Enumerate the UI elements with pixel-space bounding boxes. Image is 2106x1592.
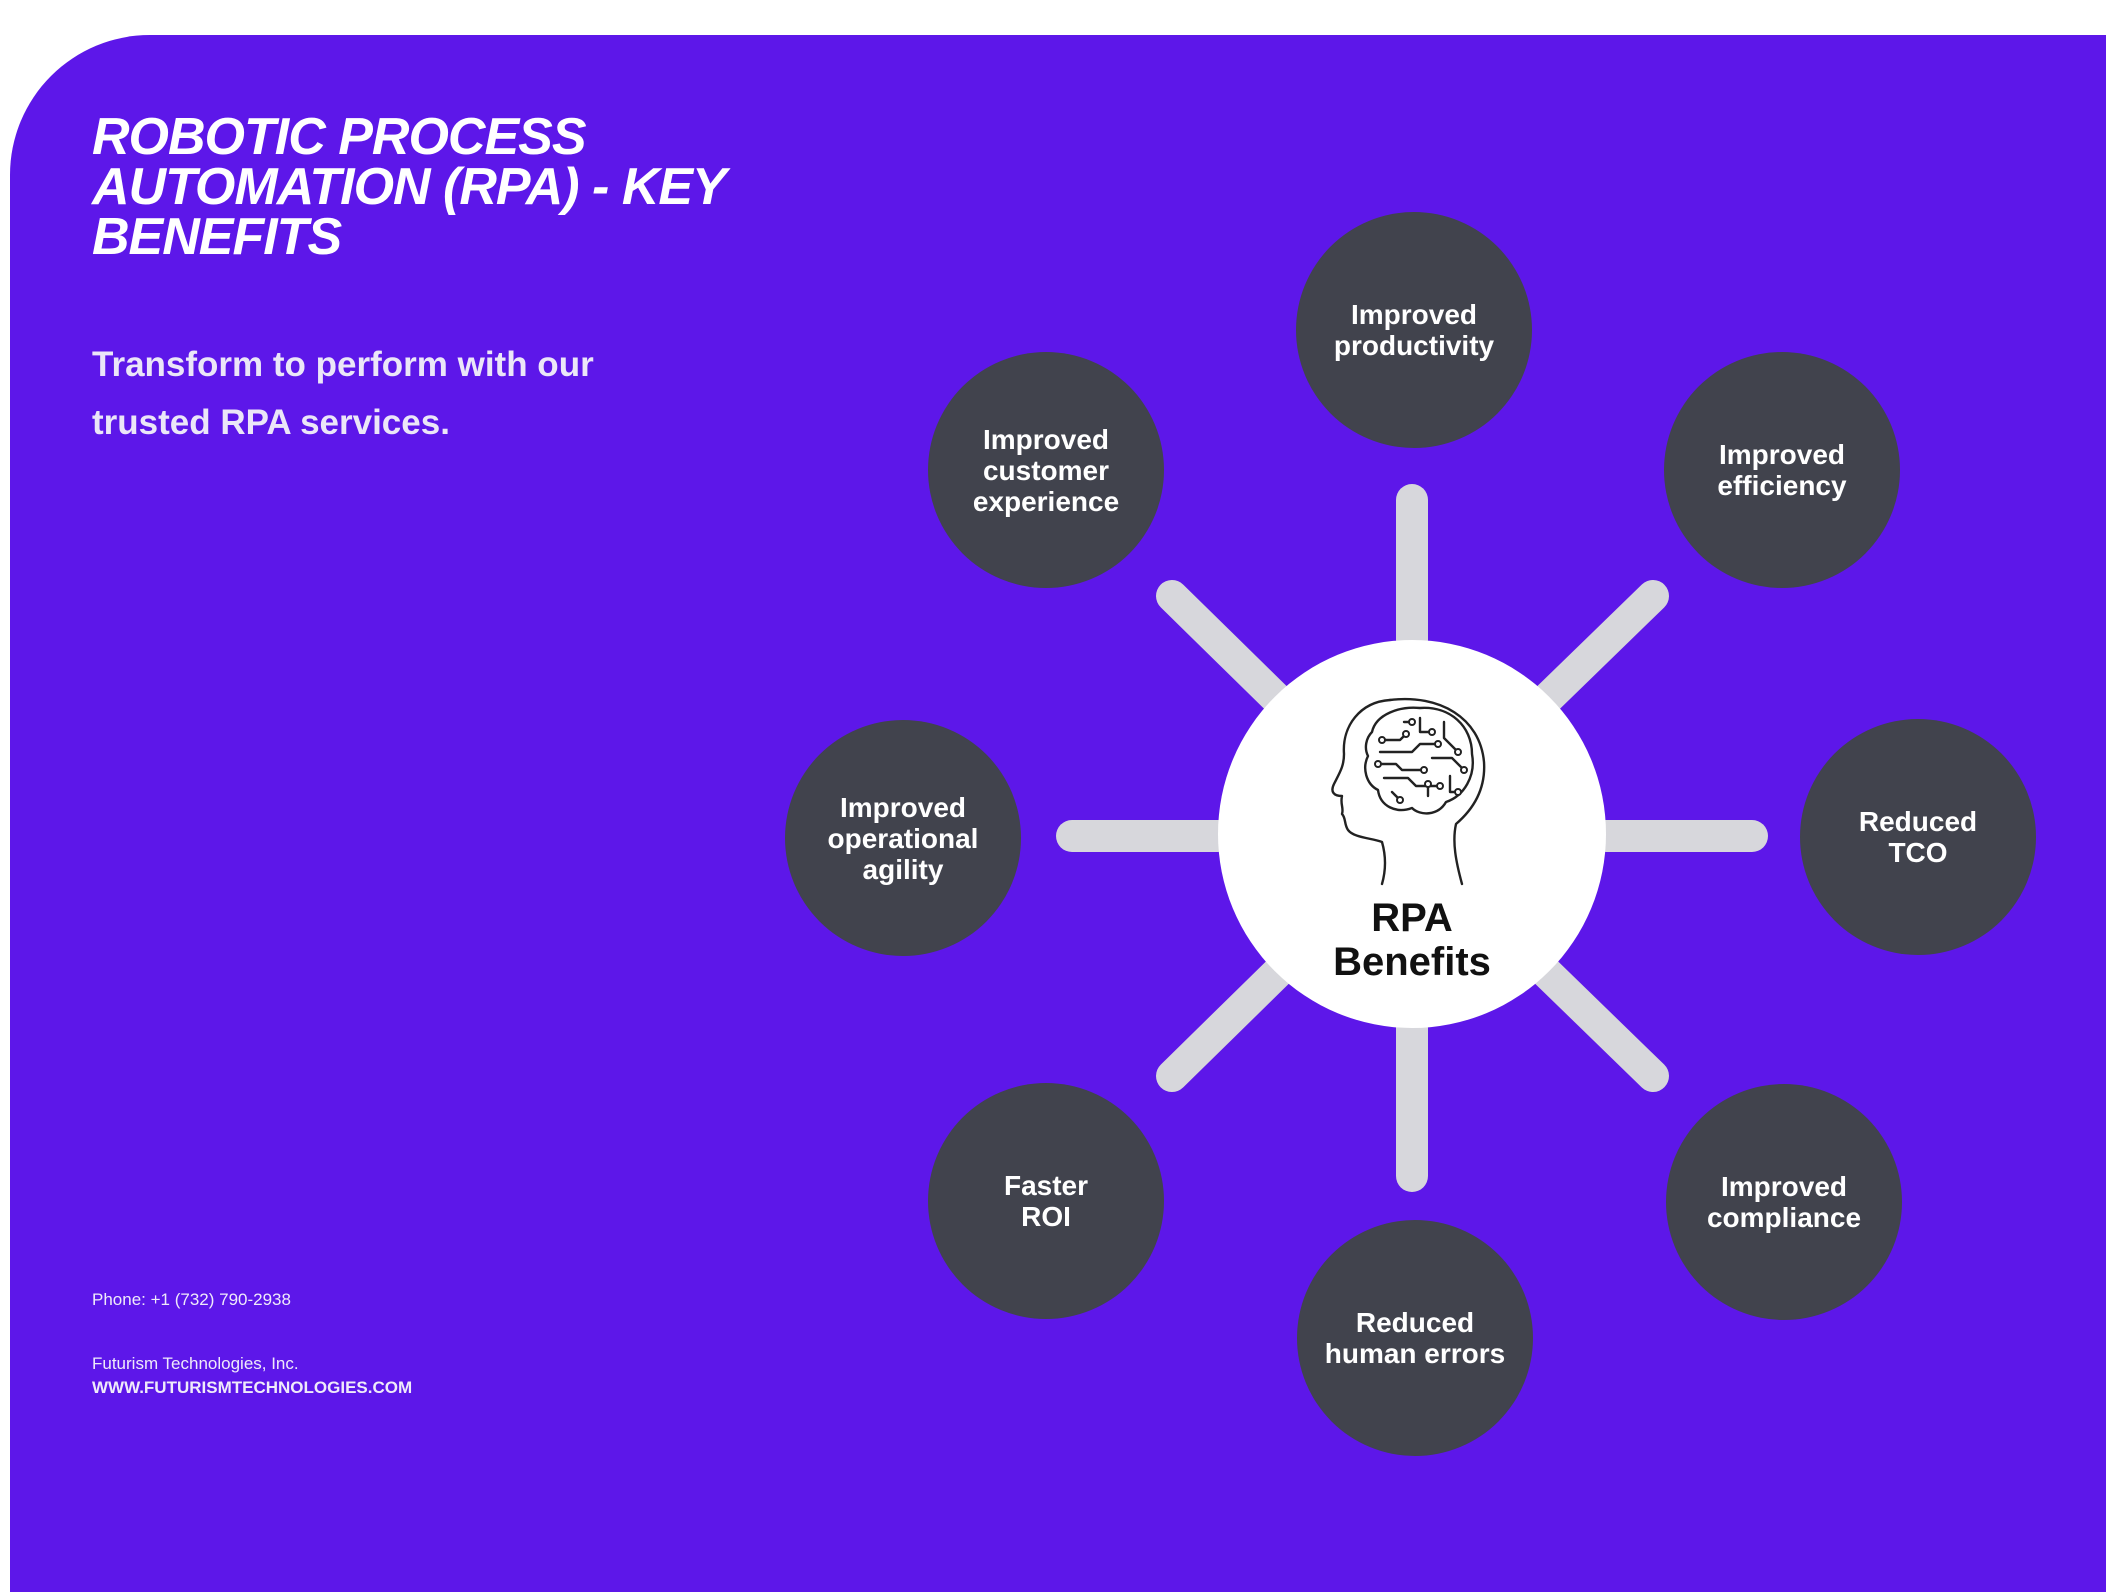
benefit-node-productivity: Improved productivity <box>1296 212 1532 448</box>
benefit-label: Reduced <box>1858 806 1978 837</box>
page-title: ROBOTIC PROCESS AUTOMATION (RPA) - KEY B… <box>92 108 892 266</box>
benefit-label: Improved <box>1350 299 1478 330</box>
benefit-label: compliance <box>1706 1202 1862 1233</box>
hub-title-line: Benefits <box>1333 940 1491 984</box>
phone-number: Phone: +1 (732) 790-2938 <box>92 1290 291 1309</box>
benefit-label: Improved <box>1720 1171 1848 1202</box>
benefit-node-customer-experience: Improved customer experience <box>928 352 1164 588</box>
subtitle-line: trusted RPA services. <box>92 403 450 442</box>
spoke-bottom-right <box>1530 956 1669 1092</box>
hub-title: RPA Benefits <box>1218 896 1606 984</box>
benefit-label: agility <box>862 853 944 885</box>
rpa-benefits-hub: RPA Benefits <box>1218 640 1606 1028</box>
subtitle-line: Transform to perform with our <box>92 345 594 384</box>
benefit-label: Improved <box>1718 439 1846 470</box>
benefit-label: Reduced <box>1355 1307 1475 1338</box>
spoke-top-left <box>1156 580 1294 716</box>
benefit-label: ROI <box>1021 1201 1071 1232</box>
benefit-label: efficiency <box>1717 470 1847 501</box>
benefit-node-tco: Reduced TCO <box>1800 719 2036 955</box>
benefit-label: Improved <box>982 423 1110 455</box>
website-link[interactable]: WWW.FUTURISMTECHNOLOGIES.COM <box>92 1378 413 1397</box>
benefit-node-human-errors: Reduced human errors <box>1297 1220 1533 1456</box>
benefit-label: TCO <box>1888 837 1948 868</box>
title-line: ROBOTIC PROCESS <box>92 108 587 166</box>
benefit-node-roi: Faster ROI <box>928 1083 1164 1319</box>
benefit-node-agility: Improved operational agility <box>785 720 1021 956</box>
benefit-label: operational <box>827 822 979 854</box>
benefit-label: productivity <box>1333 330 1495 361</box>
title-line: AUTOMATION (RPA) - KEY <box>92 158 727 216</box>
spoke-top-right <box>1530 580 1669 716</box>
benefit-label: human errors <box>1324 1338 1506 1369</box>
infographic-panel <box>10 35 2106 1592</box>
benefit-label: Faster <box>1003 1170 1089 1201</box>
benefit-label: experience <box>972 485 1120 517</box>
brain-circuit-icon <box>1331 697 1486 886</box>
title-line: BENEFITS <box>92 208 342 266</box>
benefit-node-efficiency: Improved efficiency <box>1664 352 1900 588</box>
benefit-label: customer <box>982 454 1110 486</box>
benefit-label: Improved <box>839 791 967 823</box>
company-name: Futurism Technologies, Inc. <box>92 1354 299 1373</box>
spoke-bottom-left <box>1156 956 1294 1092</box>
benefit-node-compliance: Improved compliance <box>1666 1084 1902 1320</box>
subtitle: Transform to perform with our trusted RP… <box>92 336 742 452</box>
hub-title-line: RPA <box>1371 896 1453 940</box>
